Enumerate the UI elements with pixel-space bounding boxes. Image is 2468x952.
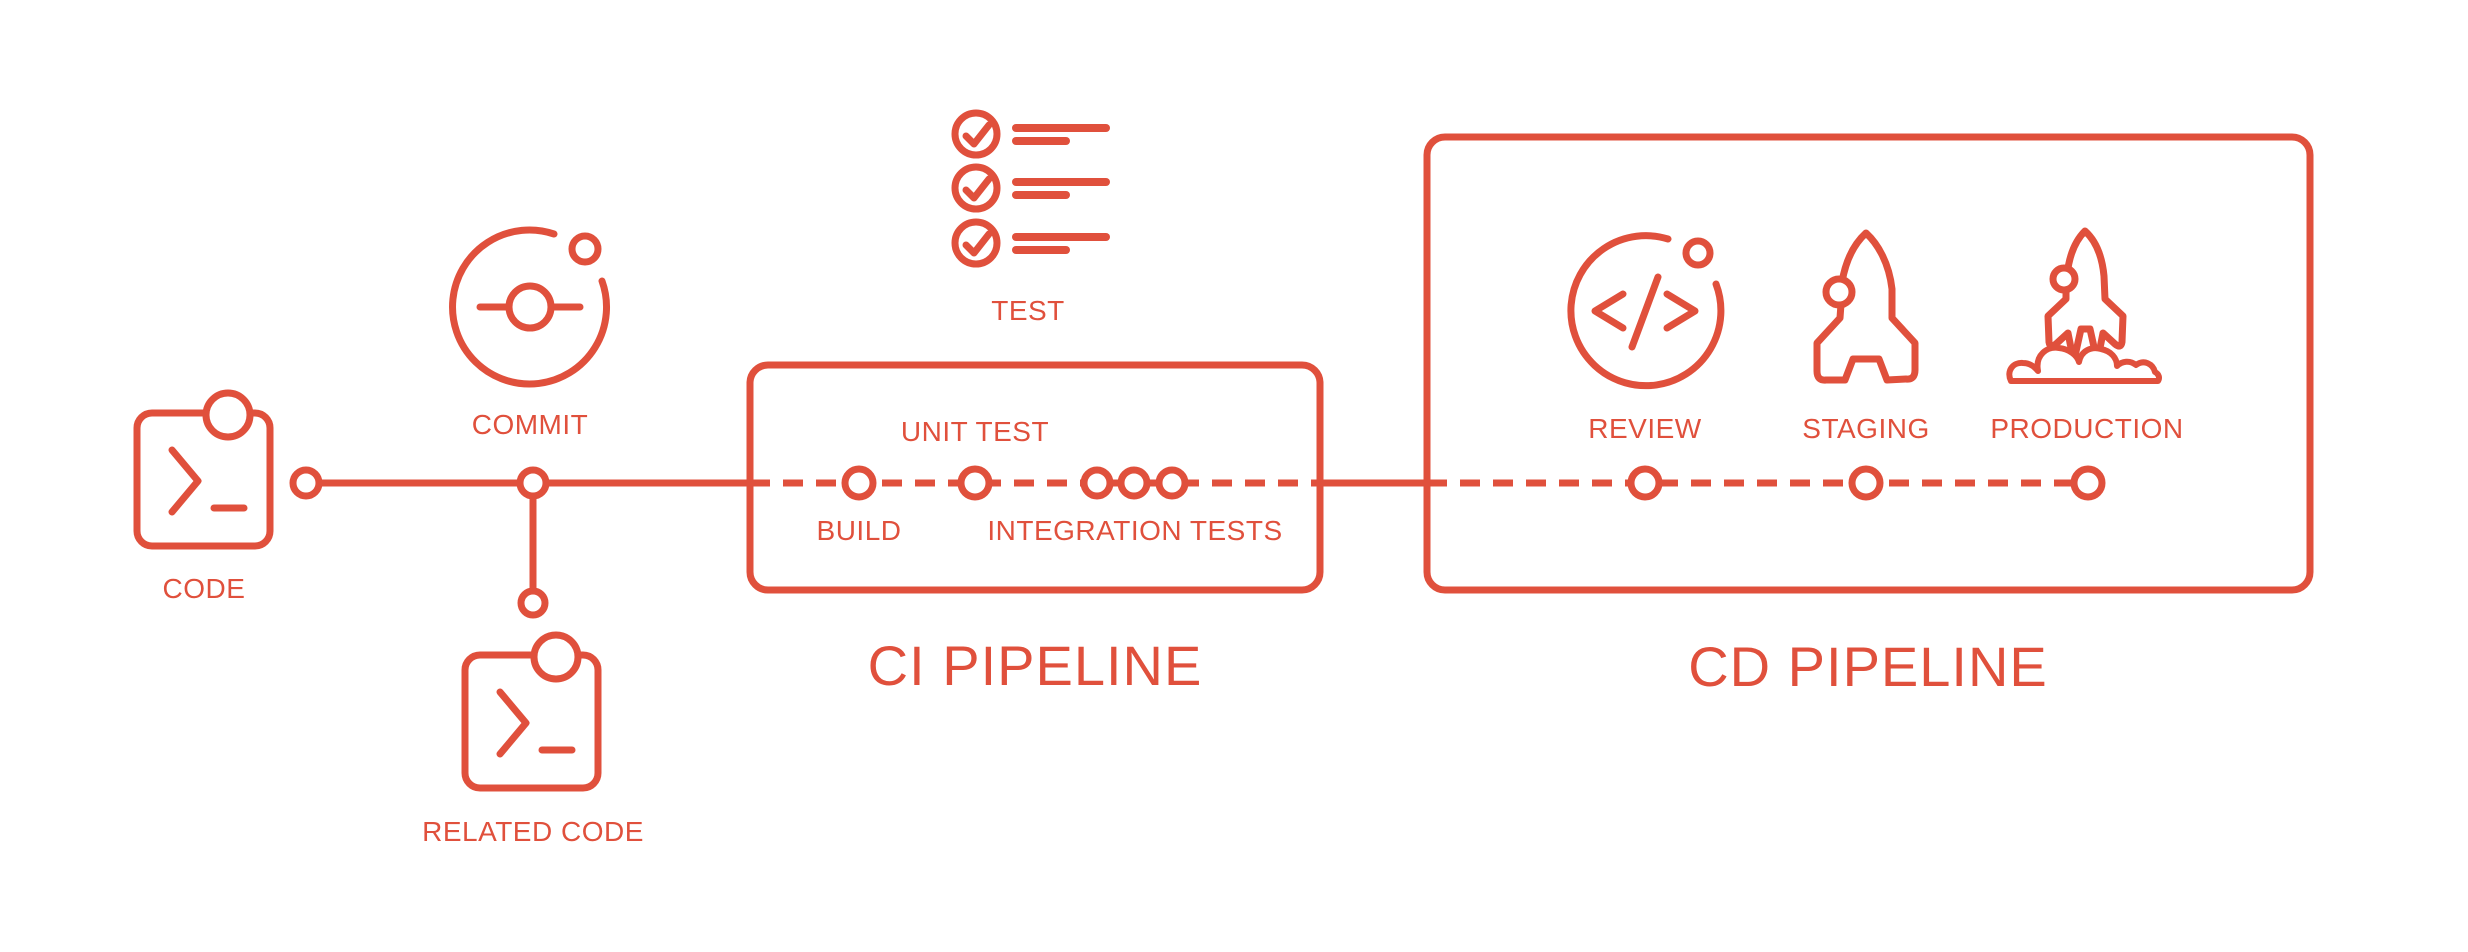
prompt-chevron	[496, 688, 530, 758]
rocket-body	[1813, 229, 1919, 384]
integration-test-node-2	[1117, 466, 1151, 500]
integration-tests-label: INTEGRATION TESTS	[987, 515, 1282, 546]
related-code-terminal-icon	[461, 631, 602, 792]
orbit-satellite	[1682, 237, 1714, 269]
integration-test-node-3	[1155, 466, 1189, 500]
production-rocket-launch-icon	[2006, 227, 2162, 384]
build-label: BUILD	[817, 515, 902, 546]
test-label: TEST	[991, 295, 1065, 326]
review-node	[1627, 465, 1663, 501]
code-node	[289, 466, 323, 500]
code-slash	[1628, 273, 1662, 351]
unit-test-node	[957, 465, 993, 501]
check-circle	[951, 218, 1001, 268]
commit-icon	[449, 226, 610, 388]
commit-label: COMMIT	[472, 409, 589, 440]
test-checklist-icon	[951, 109, 1110, 268]
pin-circle	[202, 389, 254, 441]
integration-test-node-1	[1080, 466, 1114, 500]
code-terminal-icon	[133, 389, 274, 550]
check-mark	[962, 175, 993, 202]
code-bracket-left	[1591, 290, 1627, 332]
orbit-arc	[449, 226, 610, 388]
check-mark	[962, 121, 993, 148]
code-bracket-right	[1663, 290, 1699, 332]
prompt-chevron	[168, 446, 202, 516]
commit-node	[516, 466, 550, 500]
rocket-window	[2049, 264, 2079, 294]
commit-dot	[505, 282, 555, 332]
code-label: CODE	[163, 573, 246, 604]
check-circle	[951, 109, 1001, 159]
review-label: REVIEW	[1588, 413, 1702, 444]
staging-rocket-icon	[1813, 229, 1919, 384]
related-code-node	[517, 587, 549, 619]
cd-pipeline-title: CD PIPELINE	[1688, 635, 2048, 698]
staging-label: STAGING	[1802, 413, 1929, 444]
rocket-body-right	[2063, 227, 2127, 367]
staging-node	[1848, 465, 1884, 501]
launch-smoke-cloud	[2006, 344, 2162, 384]
ci-pipeline-title: CI PIPELINE	[868, 634, 1203, 697]
check-mark	[962, 230, 993, 257]
build-node	[841, 465, 877, 501]
check-circle	[951, 163, 1001, 213]
production-label: PRODUCTION	[1990, 413, 2183, 444]
pin-circle	[530, 631, 582, 683]
ci-pipeline-box	[746, 361, 1324, 594]
rocket-window	[1822, 275, 1856, 309]
cd-pipeline-box	[1423, 133, 2314, 594]
orbit-arc	[1567, 232, 1725, 390]
related-code-label: RELATED CODE	[422, 816, 644, 847]
pipeline-nodes	[289, 465, 2106, 619]
orbit-satellite	[568, 232, 602, 266]
unit-test-label: UNIT TEST	[901, 416, 1049, 447]
code-review-icon	[1567, 232, 1725, 390]
production-node	[2070, 465, 2106, 501]
